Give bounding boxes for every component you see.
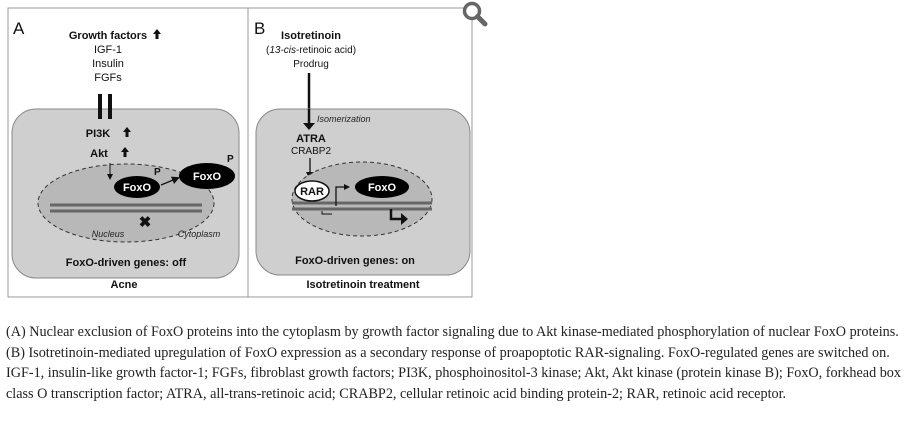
panel-b: B Isotretinoin (13-cis-retinoic acid) Pr…	[254, 19, 471, 291]
cytoplasm-label: Cytoplasm	[178, 229, 221, 239]
insulin-label: Insulin	[92, 58, 124, 70]
panel-b-footer: Isotretinoin treatment	[306, 279, 419, 291]
prodrug-label: Prodrug	[293, 59, 329, 70]
up-arrow-icon	[121, 147, 129, 157]
rar-receptor	[294, 180, 330, 202]
isotretinoin-label: Isotretinoin	[281, 30, 341, 42]
genes-status-a: FoxO-driven genes: off	[66, 257, 187, 269]
pi3k-label: PI3K	[86, 128, 111, 140]
igf1-label: IGF-1	[94, 44, 122, 56]
panel-a-letter: A	[13, 19, 25, 38]
fgfs-label: FGFs	[94, 72, 122, 84]
foxo-b	[355, 176, 409, 198]
foxo-b-label: FoxO	[368, 182, 397, 194]
alt-name-italic: 13-cis	[269, 45, 296, 56]
foxo-cytoplasmic-label: FoxO	[193, 171, 222, 183]
panel-a: A Growth factors IGF-1 Insulin FGFs PI3K…	[11, 19, 240, 291]
arrowhead	[401, 213, 408, 225]
receptor-right	[108, 94, 112, 119]
arrowhead	[303, 123, 315, 130]
transcription-arrow	[335, 184, 350, 206]
export-arrow	[160, 176, 180, 186]
foxo-cytoplasmic	[179, 163, 235, 189]
isomerization-label: Isomerization	[317, 114, 371, 124]
figure-diagram: A Growth factors IGF-1 Insulin FGFs PI3K…	[7, 7, 473, 298]
foxo-nuclear	[114, 176, 160, 198]
crabp2-label: CRABP2	[291, 146, 331, 157]
akt-label: Akt	[90, 148, 108, 160]
phosphate-label: P	[227, 154, 234, 165]
figure-caption: (A) Nuclear exclusion of FoxO proteins i…	[6, 324, 901, 402]
blocked-x-icon: ✖	[139, 214, 152, 231]
genes-status-b: FoxO-driven genes: on	[295, 255, 415, 267]
receptor-left	[98, 94, 102, 119]
up-arrow-icon	[123, 127, 131, 137]
panel-b-letter: B	[254, 19, 265, 38]
phosphate-label: P	[154, 167, 161, 178]
nucleus-a	[37, 163, 215, 243]
alt-name-label: (13-cis-retinoic acid)	[266, 45, 356, 56]
rar-label: RAR	[300, 186, 324, 198]
nucleus-label: Nucleus	[92, 229, 125, 239]
magnifier-icon[interactable]	[462, 1, 488, 27]
atra-label: ATRA	[296, 133, 326, 145]
gene-on-arrow	[389, 209, 402, 221]
alt-name-rest: -retinoic acid)	[296, 45, 356, 56]
up-arrow-icon	[153, 29, 161, 39]
foxo-nuclear-label: FoxO	[123, 182, 152, 194]
bracket-mark	[321, 211, 332, 215]
panel-a-footer: Acne	[111, 279, 138, 291]
growth-factors-label: Growth factors	[69, 30, 147, 42]
